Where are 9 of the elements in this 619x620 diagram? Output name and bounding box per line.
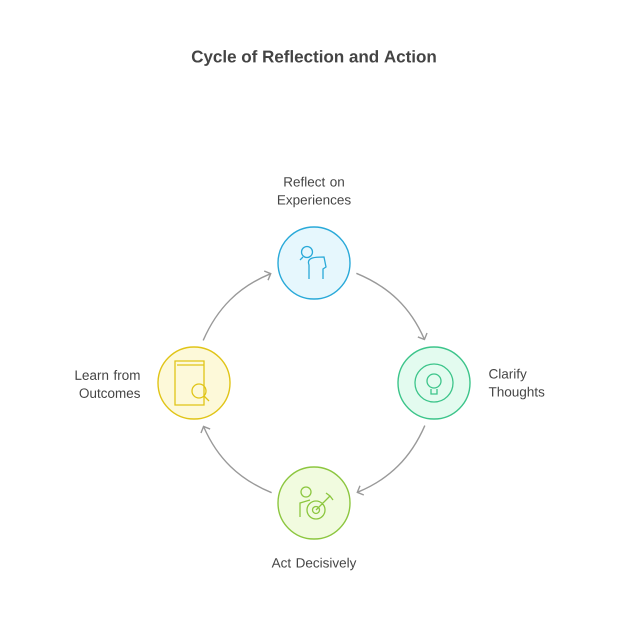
step-label: Clarify Thoughts [488,368,544,400]
title: Cycle of Reflection and Action [192,50,436,66]
arrow [356,272,428,340]
step-label: Act Decisively [272,558,356,570]
step-label: Learn from Outcomes [76,370,140,398]
arrow [356,425,426,496]
arrow [202,270,272,341]
step-label: Reflect on Experiences [278,176,351,208]
arrow [200,426,272,494]
